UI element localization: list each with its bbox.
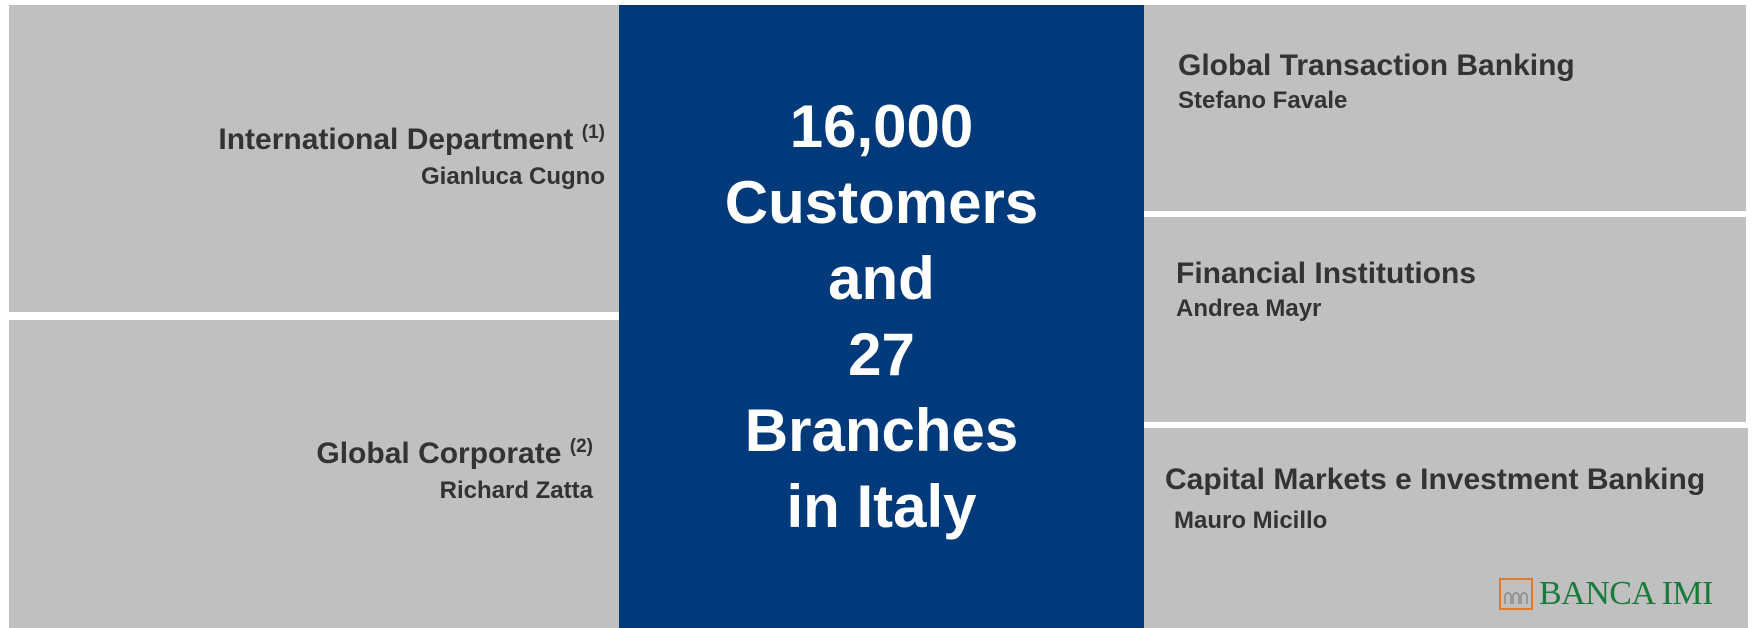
center-line-2: Customers bbox=[724, 168, 1039, 236]
center-line-5: Branches bbox=[744, 396, 1019, 464]
panel-global-corporate: Global Corporate (2) Richard Zatta bbox=[9, 320, 619, 628]
global-transaction-banking-block: Global Transaction Banking Stefano Faval… bbox=[1178, 49, 1575, 115]
capital-markets-person: Mauro Micillo bbox=[1174, 507, 1328, 534]
panel-capital-markets: Capital Markets e Investment Banking Mau… bbox=[1144, 428, 1748, 628]
capital-markets-title: Capital Markets e Investment Banking bbox=[1165, 463, 1706, 496]
global-corporate-person: Richard Zatta bbox=[439, 477, 593, 504]
panel-financial-institutions: Financial Institutions Andrea Mayr bbox=[1144, 217, 1746, 422]
center-line-6: in Italy bbox=[786, 472, 977, 540]
center-line-3: and bbox=[828, 244, 935, 312]
international-department-person: Gianluca Cugno bbox=[420, 163, 605, 190]
international-department-title: International Department (1) bbox=[218, 122, 605, 156]
center-line-1: 16,000 bbox=[789, 92, 974, 160]
logo-arches-icon bbox=[1504, 592, 1528, 604]
global-transaction-banking-person: Stefano Favale bbox=[1178, 87, 1348, 114]
financial-institutions-title: Financial Institutions bbox=[1176, 257, 1477, 290]
center-line-4: 27 bbox=[848, 320, 915, 388]
footnote-1: (1) bbox=[581, 122, 605, 143]
banca-imi-logo-text: BANCA IMI bbox=[1538, 575, 1714, 612]
banca-imi-logo-icon bbox=[1498, 578, 1533, 610]
international-department-block: International Department (1) Gianluca Cu… bbox=[9, 123, 619, 191]
global-corporate-block: Global Corporate (2) Richard Zatta bbox=[9, 437, 619, 505]
global-transaction-banking-title: Global Transaction Banking bbox=[1178, 49, 1575, 82]
global-corporate-title: Global Corporate (2) bbox=[316, 436, 593, 470]
footnote-2: (2) bbox=[569, 436, 593, 457]
capital-markets-block: Capital Markets e Investment Banking Mau… bbox=[1165, 463, 1705, 535]
panel-international-department: International Department (1) Gianluca Cu… bbox=[9, 5, 619, 312]
banca-imi-logo: BANCA IMI bbox=[1498, 575, 1714, 613]
customers-branches-highlight: 16,000 Customers and 27 Branches in Ital… bbox=[619, 5, 1144, 628]
financial-institutions-block: Financial Institutions Andrea Mayr bbox=[1176, 257, 1476, 323]
financial-institutions-person: Andrea Mayr bbox=[1176, 295, 1322, 322]
panel-global-transaction-banking: Global Transaction Banking Stefano Faval… bbox=[1144, 5, 1746, 211]
